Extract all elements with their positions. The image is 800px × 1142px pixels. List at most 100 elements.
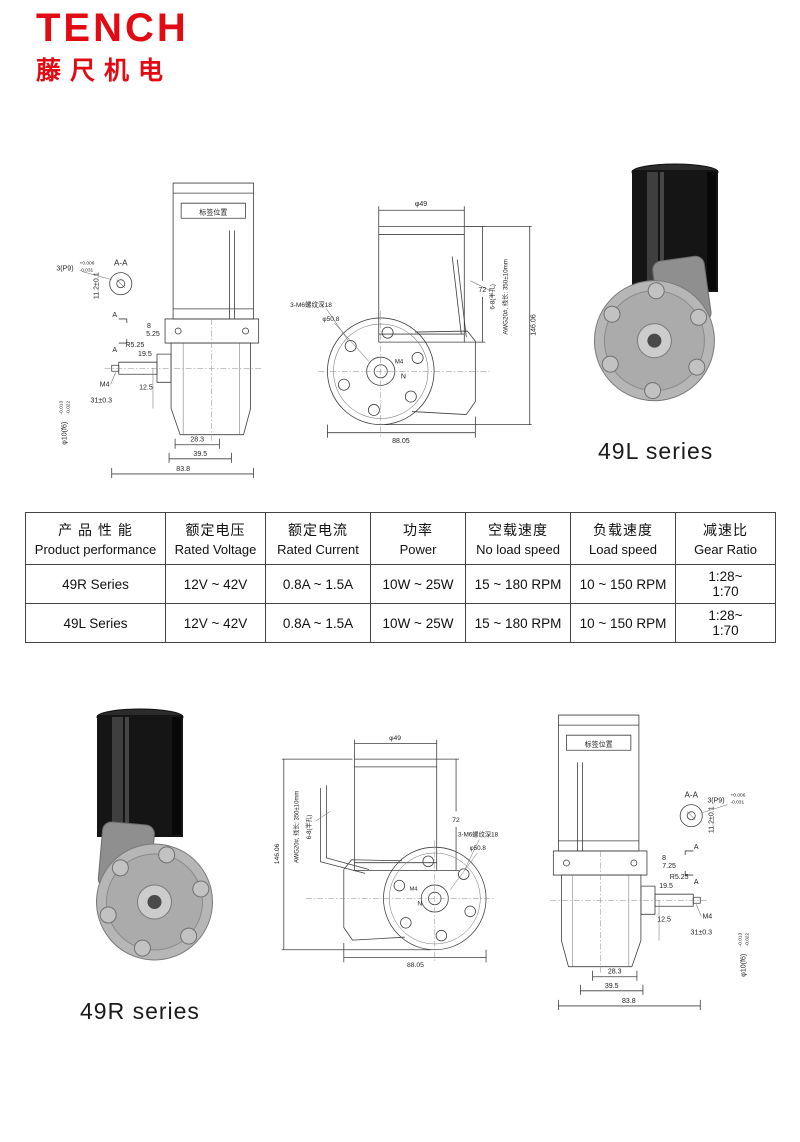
series-label-49r: 49R series bbox=[80, 998, 200, 1024]
header-cn: 功率 bbox=[403, 522, 433, 538]
side-view-linework bbox=[552, 714, 728, 1010]
side-view-drawing-49l: 标签位置 A-A 3(P9) +0.006 -0.031 11.2±0.1 A … bbox=[56, 182, 262, 478]
motor-body bbox=[97, 715, 183, 837]
dim-pin-tol-top: +0.006 bbox=[79, 261, 94, 267]
table-cell: 49R Series bbox=[25, 564, 166, 604]
header-no-load-speed: 空载速度 No load speed bbox=[465, 512, 571, 565]
cut-marker-a: A bbox=[694, 844, 699, 851]
dim-8805-label: 88.05 bbox=[407, 962, 424, 969]
dim-shaft-label-group: φ10(f6) -0.013 -0.022 bbox=[58, 401, 71, 445]
dim-pin-label: 3(P9) bbox=[707, 798, 724, 805]
dim-125-label: 12.5 bbox=[139, 384, 153, 391]
wire-spec-label: AWG20#, 线长: 350±10mm bbox=[292, 791, 300, 864]
wire-spec-label: AWG20#, 线长: 350±10mm bbox=[502, 259, 510, 335]
top-drawings-section: 标签位置 A-A 3(P9) +0.006 -0.031 11.2±0.1 A … bbox=[0, 140, 800, 512]
section-aa-label: A-A bbox=[114, 259, 128, 268]
side-view-centerlines bbox=[104, 318, 262, 443]
header-cn: 空载速度 bbox=[488, 522, 548, 538]
wire-hole-label: 6-8(半孔) bbox=[488, 284, 496, 310]
dim-shaft-tol-top: -0.013 bbox=[58, 401, 64, 415]
dim-838-label: 83.8 bbox=[622, 998, 636, 1005]
dim-125-label: 12.5 bbox=[657, 916, 671, 923]
front-view-linework bbox=[281, 739, 487, 963]
table-row-49l: 49L Series 12V ~ 42V 0.8A ~ 1.5A 10W ~ 2… bbox=[25, 603, 776, 643]
motor-photo-49l bbox=[593, 163, 719, 402]
series-label-49l: 49L series bbox=[598, 438, 714, 464]
cut-marker-a: A bbox=[694, 879, 699, 886]
dim-8-label: 8 bbox=[147, 323, 151, 330]
header-cn: 额定电压 bbox=[185, 522, 246, 538]
dim-31-label: 31±0.3 bbox=[91, 397, 113, 404]
table-cell: 12V ~ 42V bbox=[165, 603, 266, 643]
bottom-drawings-section: 49R series bbox=[0, 695, 800, 1085]
dim-838-label: 83.8 bbox=[176, 466, 190, 473]
dim-395-label: 39.5 bbox=[193, 451, 207, 458]
header-en: Load speed bbox=[589, 542, 657, 557]
table-cell: 0.8A ~ 1.5A bbox=[265, 564, 371, 604]
motor-photo-49r bbox=[95, 708, 213, 961]
dim-shaft-tol-top: -0.013 bbox=[738, 933, 744, 947]
cut-marker-a: A bbox=[112, 312, 117, 319]
header-cn: 额定电流 bbox=[288, 522, 348, 538]
n-mark-label: N bbox=[401, 373, 406, 380]
label-position-text: 标签位置 bbox=[585, 739, 613, 748]
table-cell: 15 ~ 180 RPM bbox=[465, 564, 571, 604]
front-view-centerlines bbox=[318, 310, 490, 438]
dim-pin-tol-bot: -0.031 bbox=[79, 268, 93, 274]
dim-r525-label: R5.25 bbox=[670, 874, 689, 881]
header-cn: 负载速度 bbox=[593, 522, 653, 538]
dim-shaft-label: φ10(f6) bbox=[741, 954, 748, 977]
dim-49-label: φ49 bbox=[389, 735, 401, 742]
dim-146-label: 146.06 bbox=[531, 314, 538, 336]
table-cell: 1:28~ 1:70 bbox=[675, 603, 776, 643]
brand-logo: TENCH 藤尺机电 bbox=[36, 8, 189, 87]
header-en: Rated Voltage bbox=[174, 542, 257, 557]
dim-395-label: 39.5 bbox=[605, 983, 619, 990]
table-cell: 12V ~ 42V bbox=[165, 564, 266, 604]
header-rated-voltage: 额定电压 Rated Voltage bbox=[165, 512, 266, 565]
header-en: Gear Ratio bbox=[694, 542, 757, 557]
header-en: Product performance bbox=[34, 542, 157, 557]
table-header-row: 产 品 性 能 Product performance 额定电压 Rated Vol… bbox=[25, 512, 776, 565]
cut-marker-a: A bbox=[112, 347, 117, 354]
dim-283-label: 28.3 bbox=[190, 437, 204, 444]
header-load-speed: 负载速度 Load speed bbox=[570, 512, 676, 565]
header-en: No load speed bbox=[476, 542, 560, 557]
dim-r525-label: R5.25 bbox=[125, 342, 144, 349]
header-cn: 产 品 性 能 bbox=[58, 522, 133, 538]
table-row-49r: 49R Series 12V ~ 42V 0.8A ~ 1.5A 10W ~ 2… bbox=[25, 564, 776, 604]
dim-508-label: φ50.8 bbox=[470, 845, 487, 852]
table-cell: 10 ~ 150 RPM bbox=[570, 603, 676, 643]
brand-name: TENCH bbox=[36, 6, 189, 50]
thread-note-label: 3-M6螺纹深18 bbox=[458, 830, 499, 839]
dim-m4-label: M4 bbox=[100, 381, 110, 388]
n-mark-label: N bbox=[417, 900, 422, 907]
dim-112-label: 11.2±0.1 bbox=[708, 806, 715, 833]
front-view-centerlines bbox=[306, 840, 495, 963]
front-view-drawing-49l: φ49 72 146.06 6-8(半孔) AWG20#, 线长: 350±10… bbox=[290, 201, 538, 445]
dim-pin-tol-bot: -0.031 bbox=[730, 800, 744, 806]
dim-525-label: 5.25 bbox=[146, 331, 160, 338]
section-aa-label: A-A bbox=[685, 791, 699, 800]
table-cell: 15 ~ 180 RPM bbox=[465, 603, 571, 643]
table-cell: 10W ~ 25W bbox=[370, 564, 466, 604]
dim-shaft-label: φ10(f6) bbox=[61, 422, 68, 445]
dim-508-label: φ50.8 bbox=[322, 316, 339, 323]
side-view-drawing-49r: 标签位置 A-A 3(P9) +0.006 -0.031 11.2±0.1 A … bbox=[550, 714, 751, 1010]
dim-195-label: 19.5 bbox=[659, 883, 673, 890]
dim-146-label: 146.06 bbox=[274, 843, 281, 864]
header-product-performance: 产 品 性 能 Product performance bbox=[25, 512, 166, 565]
dim-8805-label: 88.05 bbox=[392, 438, 410, 445]
table-cell: 1:28~ 1:70 bbox=[675, 564, 776, 604]
spec-table: 产 品 性 能 Product performance 额定电压 Rated Vol… bbox=[25, 512, 776, 643]
table-cell: 10W ~ 25W bbox=[370, 603, 466, 643]
dim-shaft-tol-bot: -0.022 bbox=[745, 933, 751, 947]
front-view-linework bbox=[326, 206, 532, 438]
dim-pin-tol-top: +0.006 bbox=[730, 793, 745, 799]
side-view-linework bbox=[82, 182, 260, 478]
thread-note-label: 3-M6螺纹深18 bbox=[290, 300, 332, 309]
dim-283-label: 28.3 bbox=[608, 969, 622, 976]
